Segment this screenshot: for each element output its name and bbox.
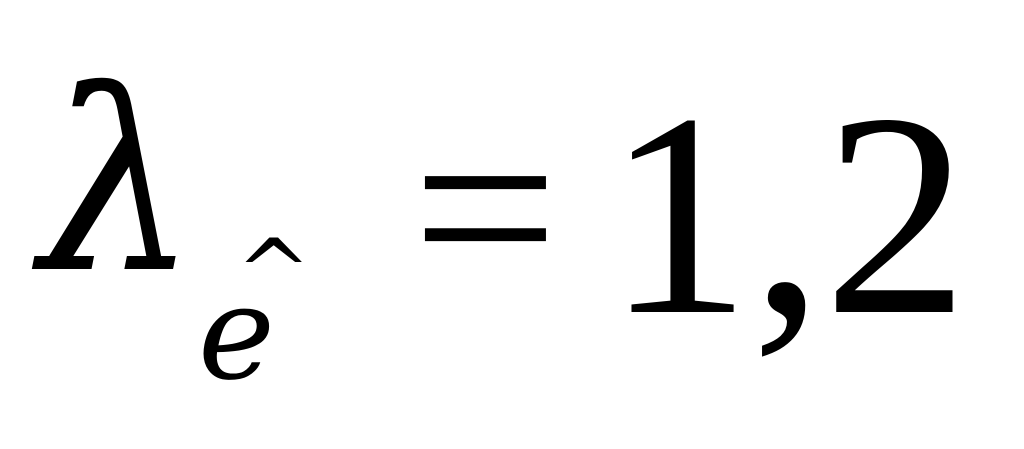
lambda-symbol: λ bbox=[40, 37, 199, 328]
subscript-e: e bbox=[198, 257, 275, 409]
equals-sign: = bbox=[412, 64, 559, 352]
formula-value: 1,2 bbox=[606, 54, 969, 375]
hat-accent: ^ bbox=[236, 220, 312, 325]
